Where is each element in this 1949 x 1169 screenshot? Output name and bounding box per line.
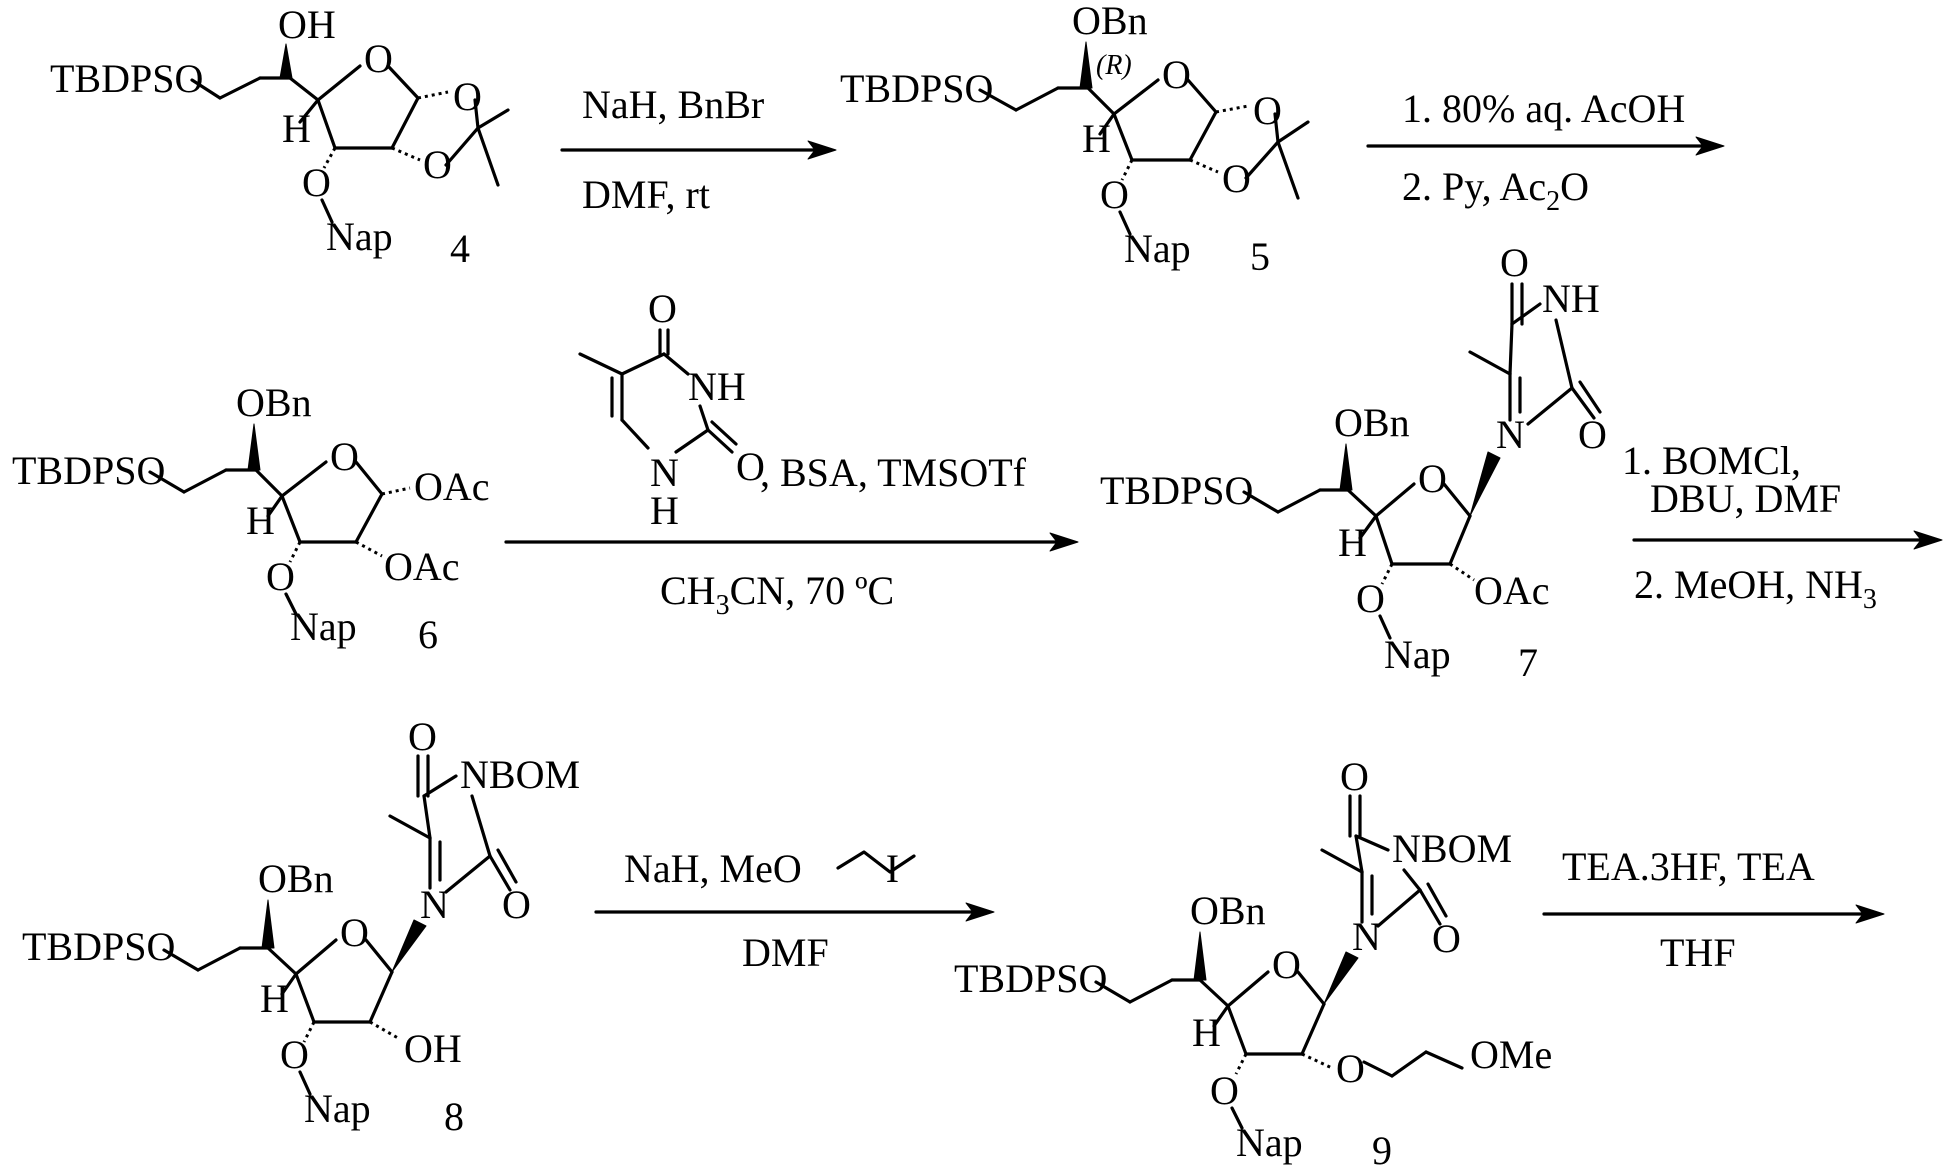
thymine-h-label: H bbox=[650, 488, 679, 533]
arrow-1: NaH, BnBr DMF, rt bbox=[562, 82, 836, 217]
c5-obn-label: OBn bbox=[1072, 0, 1148, 43]
c8-nbom-label: NBOM bbox=[460, 752, 580, 797]
c6-oac1-label: OAc bbox=[414, 464, 490, 509]
c5-compound-number: 5 bbox=[1250, 234, 1270, 279]
c9-n1-label: N bbox=[1352, 914, 1381, 959]
arrow-3-below: CH3CN, 70 ºC bbox=[660, 568, 894, 621]
arrow-1-above: NaH, BnBr bbox=[582, 82, 764, 127]
c8-o-link-label: O bbox=[280, 1032, 309, 1077]
arrow-5-chain bbox=[838, 852, 914, 872]
compound-9: TBDPSO OBn H O Nap O O OMe N NBOM O O 9 bbox=[954, 754, 1552, 1169]
c4-ring-o-label: O bbox=[364, 36, 393, 81]
arrow-4-above2: DBU, DMF bbox=[1650, 476, 1841, 521]
c9-ome-label: OMe bbox=[1470, 1032, 1552, 1077]
c4-hydroxyl-label: OH bbox=[278, 2, 336, 47]
c7-carbonyl-o2-label: O bbox=[1578, 412, 1607, 457]
c6-obn-label: OBn bbox=[236, 380, 312, 425]
thymine-o-top-label: O bbox=[648, 286, 677, 331]
c8-silyl-label: TBDPSO bbox=[22, 924, 175, 969]
arrow-3: , BSA, TMSOTf CH3CN, 70 ºC bbox=[506, 450, 1078, 621]
compound-5: TBDPSO OBn (R) H O Nap O O O 5 bbox=[840, 0, 1308, 279]
c6-h-label: H bbox=[246, 498, 275, 543]
c9-silyl-label: TBDPSO bbox=[954, 956, 1107, 1001]
c6-nap-label: Nap bbox=[290, 604, 357, 649]
c8-carbonyl-o2-label: O bbox=[502, 882, 531, 927]
c8-h-label: H bbox=[260, 976, 289, 1021]
c9-obn-label: OBn bbox=[1190, 888, 1266, 933]
arrow-6-below: THF bbox=[1660, 930, 1736, 975]
c9-o-ether-label: O bbox=[1336, 1046, 1365, 1091]
arrow-5-below: DMF bbox=[742, 930, 829, 975]
c8-compound-number: 8 bbox=[444, 1094, 464, 1139]
c5-stereo-descriptor: (R) bbox=[1096, 50, 1132, 81]
c7-silyl-label: TBDPSO bbox=[1100, 468, 1253, 513]
arrow-6: TEA.3HF, TEA THF bbox=[1544, 844, 1884, 975]
thymine-reagent: O NH O N H bbox=[580, 286, 765, 533]
c9-nap-label: Nap bbox=[1236, 1120, 1303, 1165]
c8-obn-label: OBn bbox=[258, 856, 334, 901]
arrow-2-below: 2. Py, Ac2O bbox=[1402, 164, 1589, 217]
arrow-5-above: NaH, MeOI bbox=[624, 846, 899, 891]
c8-carbonyl-o1-label: O bbox=[408, 714, 437, 759]
c8-n1-label: N bbox=[420, 882, 449, 927]
c9-nbom-label: NBOM bbox=[1392, 826, 1512, 871]
arrow-2-above: 1. 80% aq. AcOH bbox=[1402, 86, 1685, 131]
compound-7: TBDPSO OBn H O Nap O OAc N NH O O 7 bbox=[1100, 240, 1607, 685]
c6-compound-number: 6 bbox=[418, 612, 438, 657]
c9-carbonyl-o1-label: O bbox=[1340, 754, 1369, 799]
thymine-nh-label: NH bbox=[688, 364, 746, 409]
arrow-4-below: 2. MeOH, NH3 bbox=[1634, 562, 1877, 615]
c6-oac2-label: OAc bbox=[384, 544, 460, 589]
c5-ring-o-label: O bbox=[1162, 52, 1191, 97]
c5-nap-label: Nap bbox=[1124, 226, 1191, 271]
arrow-6-above: TEA.3HF, TEA bbox=[1562, 844, 1815, 889]
c7-nap-label: Nap bbox=[1384, 632, 1451, 677]
c6-ring-o-label: O bbox=[330, 434, 359, 479]
c8-oh-label: OH bbox=[404, 1026, 462, 1071]
c8-ring-o-label: O bbox=[340, 910, 369, 955]
c7-obn-label: OBn bbox=[1334, 400, 1410, 445]
c5-bonds bbox=[980, 42, 1308, 234]
c4-bonds bbox=[192, 44, 508, 222]
c5-o-link-label: O bbox=[1100, 172, 1129, 217]
c7-compound-number: 7 bbox=[1518, 640, 1538, 685]
c7-carbonyl-o1-label: O bbox=[1500, 240, 1529, 285]
compound-4: TBDPSO OH H O Nap O O O 4 bbox=[50, 2, 508, 271]
c9-o-link-label: O bbox=[1210, 1068, 1239, 1113]
c8-nap-label: Nap bbox=[304, 1086, 371, 1131]
arrow-3-above: , BSA, TMSOTf bbox=[760, 450, 1027, 495]
c9-ring-o-label: O bbox=[1272, 942, 1301, 987]
arrow-2: 1. 80% aq. AcOH 2. Py, Ac2O bbox=[1368, 86, 1724, 217]
c7-h-label: H bbox=[1338, 520, 1367, 565]
c9-h-label: H bbox=[1192, 1010, 1221, 1055]
c9-compound-number: 9 bbox=[1372, 1128, 1392, 1169]
c4-compound-number: 4 bbox=[450, 226, 470, 271]
arrow-5: NaH, MeOI DMF bbox=[596, 846, 994, 975]
c5-silyl-label: TBDPSO bbox=[840, 66, 993, 111]
c4-silyl-label: TBDPSO bbox=[50, 56, 203, 101]
c4-o-link-label: O bbox=[302, 160, 331, 205]
c7-nh-label: NH bbox=[1542, 276, 1600, 321]
c7-oac-label: OAc bbox=[1474, 568, 1550, 613]
c6-o-link-label: O bbox=[266, 554, 295, 599]
c9-carbonyl-o2-label: O bbox=[1432, 916, 1461, 961]
c7-o-link-label: O bbox=[1356, 576, 1385, 621]
arrow-4: 1. BOMCl, DBU, DMF 2. MeOH, NH3 bbox=[1622, 438, 1942, 615]
c7-ring-o-label: O bbox=[1418, 456, 1447, 501]
compound-6: TBDPSO OBn H O Nap O OAc OAc 6 bbox=[12, 380, 490, 657]
c4-nap-label: Nap bbox=[326, 214, 393, 259]
arrow-1-below: DMF, rt bbox=[582, 172, 710, 217]
compound-8: TBDPSO OBn H O Nap O OH N NBOM O O 8 bbox=[22, 714, 580, 1139]
c6-silyl-label: TBDPSO bbox=[12, 448, 165, 493]
